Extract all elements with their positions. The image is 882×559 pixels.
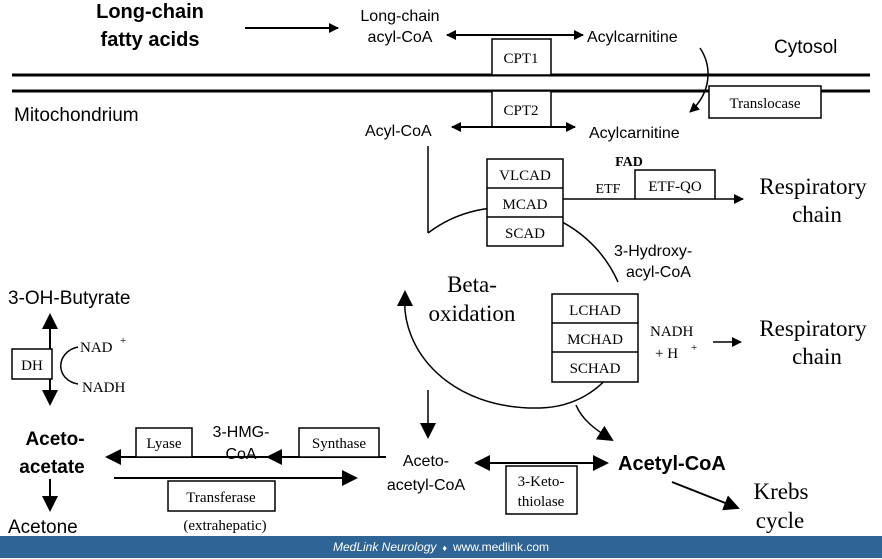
hydroxy-acyl-coa-label-line1: 3-Hydroxy- <box>614 243 692 260</box>
synthase-box <box>298 427 380 458</box>
hmg-coa-label-line1: 3-HMG- <box>213 424 270 441</box>
mitochondrium-label: Mitochondrium <box>14 105 139 126</box>
respiratory-chain-1-line2: chain <box>792 202 842 227</box>
dh-label: DH <box>21 358 43 374</box>
acylcarnitine-cytosol-label: Acylcarnitine <box>587 29 678 46</box>
translocase-label: Translocase <box>729 96 800 112</box>
aceto-acetyl-coa-label-line2: acetyl-CoA <box>387 477 466 494</box>
schad-label: SCHAD <box>570 361 621 377</box>
h-plus-label: + H <box>655 346 678 362</box>
respiratory-chain-1-line1: Respiratory <box>759 174 867 199</box>
lyase-box <box>135 427 193 458</box>
long-chain-acyl-coa-label-line2: acyl-CoA <box>368 29 433 46</box>
aceto-acetate-label-line1: Aceto- <box>25 429 84 450</box>
etf-label: ETF <box>596 182 621 197</box>
vlcad-label: VLCAD <box>499 168 551 184</box>
diamond-separator-icon: ♦ <box>442 543 447 553</box>
translocase-box <box>708 85 822 119</box>
beta-oxidation-label-line1: Beta- <box>447 272 497 297</box>
acetyl-coa-label: Acetyl-CoA <box>618 453 726 475</box>
nad-plus-label: NAD <box>80 340 113 356</box>
acylcarnitine-mito-label: Acylcarnitine <box>589 125 680 142</box>
scad-label: SCAD <box>505 226 545 242</box>
h-plus-superscript: + <box>691 342 697 354</box>
cpt2-label: CPT2 <box>503 103 538 119</box>
beta-oxidation-arc-lower <box>403 294 616 409</box>
fad-label: FAD <box>615 155 643 170</box>
cytosol-label: Cytosol <box>774 37 837 58</box>
nad-plus-superscript: + <box>120 335 126 347</box>
etf-qo-label: ETF-QO <box>648 179 701 195</box>
hydroxy-acyl-coa-label-line2: acyl-CoA <box>626 264 691 281</box>
krebs-cycle-label-line2: cycle <box>756 508 805 533</box>
arrow-translocase-transport <box>689 47 709 113</box>
nadh-cofactor-label: NADH <box>82 380 125 396</box>
hydroxyacyl-dehydrogenase-group <box>551 293 639 383</box>
cpt1-box <box>491 38 552 76</box>
long-chain-acyl-coa-label-line1: Long-chain <box>360 8 439 25</box>
acyl-coa-dehydrogenase-group <box>486 158 564 247</box>
arrow-to-krebs-cycle <box>671 481 740 511</box>
nad-cofactor-curve <box>60 346 79 385</box>
respiratory-chain-2-line2: chain <box>792 344 842 369</box>
ketothiolase-box <box>505 465 578 515</box>
ketothiolase-label-line1: 3-Keto- <box>518 474 565 490</box>
arrow-to-acetyl-coa <box>575 404 614 442</box>
lchad-label: LCHAD <box>569 303 621 319</box>
etf-qo-box <box>634 169 716 200</box>
nadh-label: NADH <box>650 324 693 340</box>
acetone-label: Acetone <box>8 517 78 538</box>
beta-oxidation-label-line2: oxidation <box>429 301 516 326</box>
long-chain-fatty-acids-label-line1: Long-chain <box>96 1 204 23</box>
mcad-label: MCAD <box>502 197 547 213</box>
synthase-label: Synthase <box>312 436 367 452</box>
transferase-box <box>167 480 276 512</box>
transferase-label: Transferase <box>186 490 256 506</box>
acyl-coa-label: Acyl-CoA <box>365 123 432 140</box>
footer-bar: MedLink Neurology ♦ www.medlink.com <box>0 536 882 558</box>
krebs-cycle-label-line1: Krebs <box>754 479 809 504</box>
dh-box <box>11 348 53 380</box>
aceto-acetate-label-line2: acetate <box>19 457 85 478</box>
footer-brand: MedLink Neurology <box>332 540 437 554</box>
oh-butyrate-label: 3-OH-Butyrate <box>8 288 130 309</box>
hmg-coa-label-line2: CoA <box>225 446 256 463</box>
lyase-label: Lyase <box>147 436 182 452</box>
ketothiolase-label-line2: thiolase <box>518 494 565 510</box>
mchad-label: MCHAD <box>567 332 623 348</box>
footer-url-link[interactable]: www.medlink.com <box>452 540 549 554</box>
extrahepatic-label: (extrahepatic) <box>183 518 266 534</box>
long-chain-fatty-acids-label-line2: fatty acids <box>101 29 200 51</box>
cpt2-box <box>491 90 552 128</box>
respiratory-chain-2-line1: Respiratory <box>759 316 867 341</box>
cpt1-label: CPT1 <box>503 51 538 67</box>
aceto-acetyl-coa-label-line1: Aceto- <box>403 453 449 470</box>
